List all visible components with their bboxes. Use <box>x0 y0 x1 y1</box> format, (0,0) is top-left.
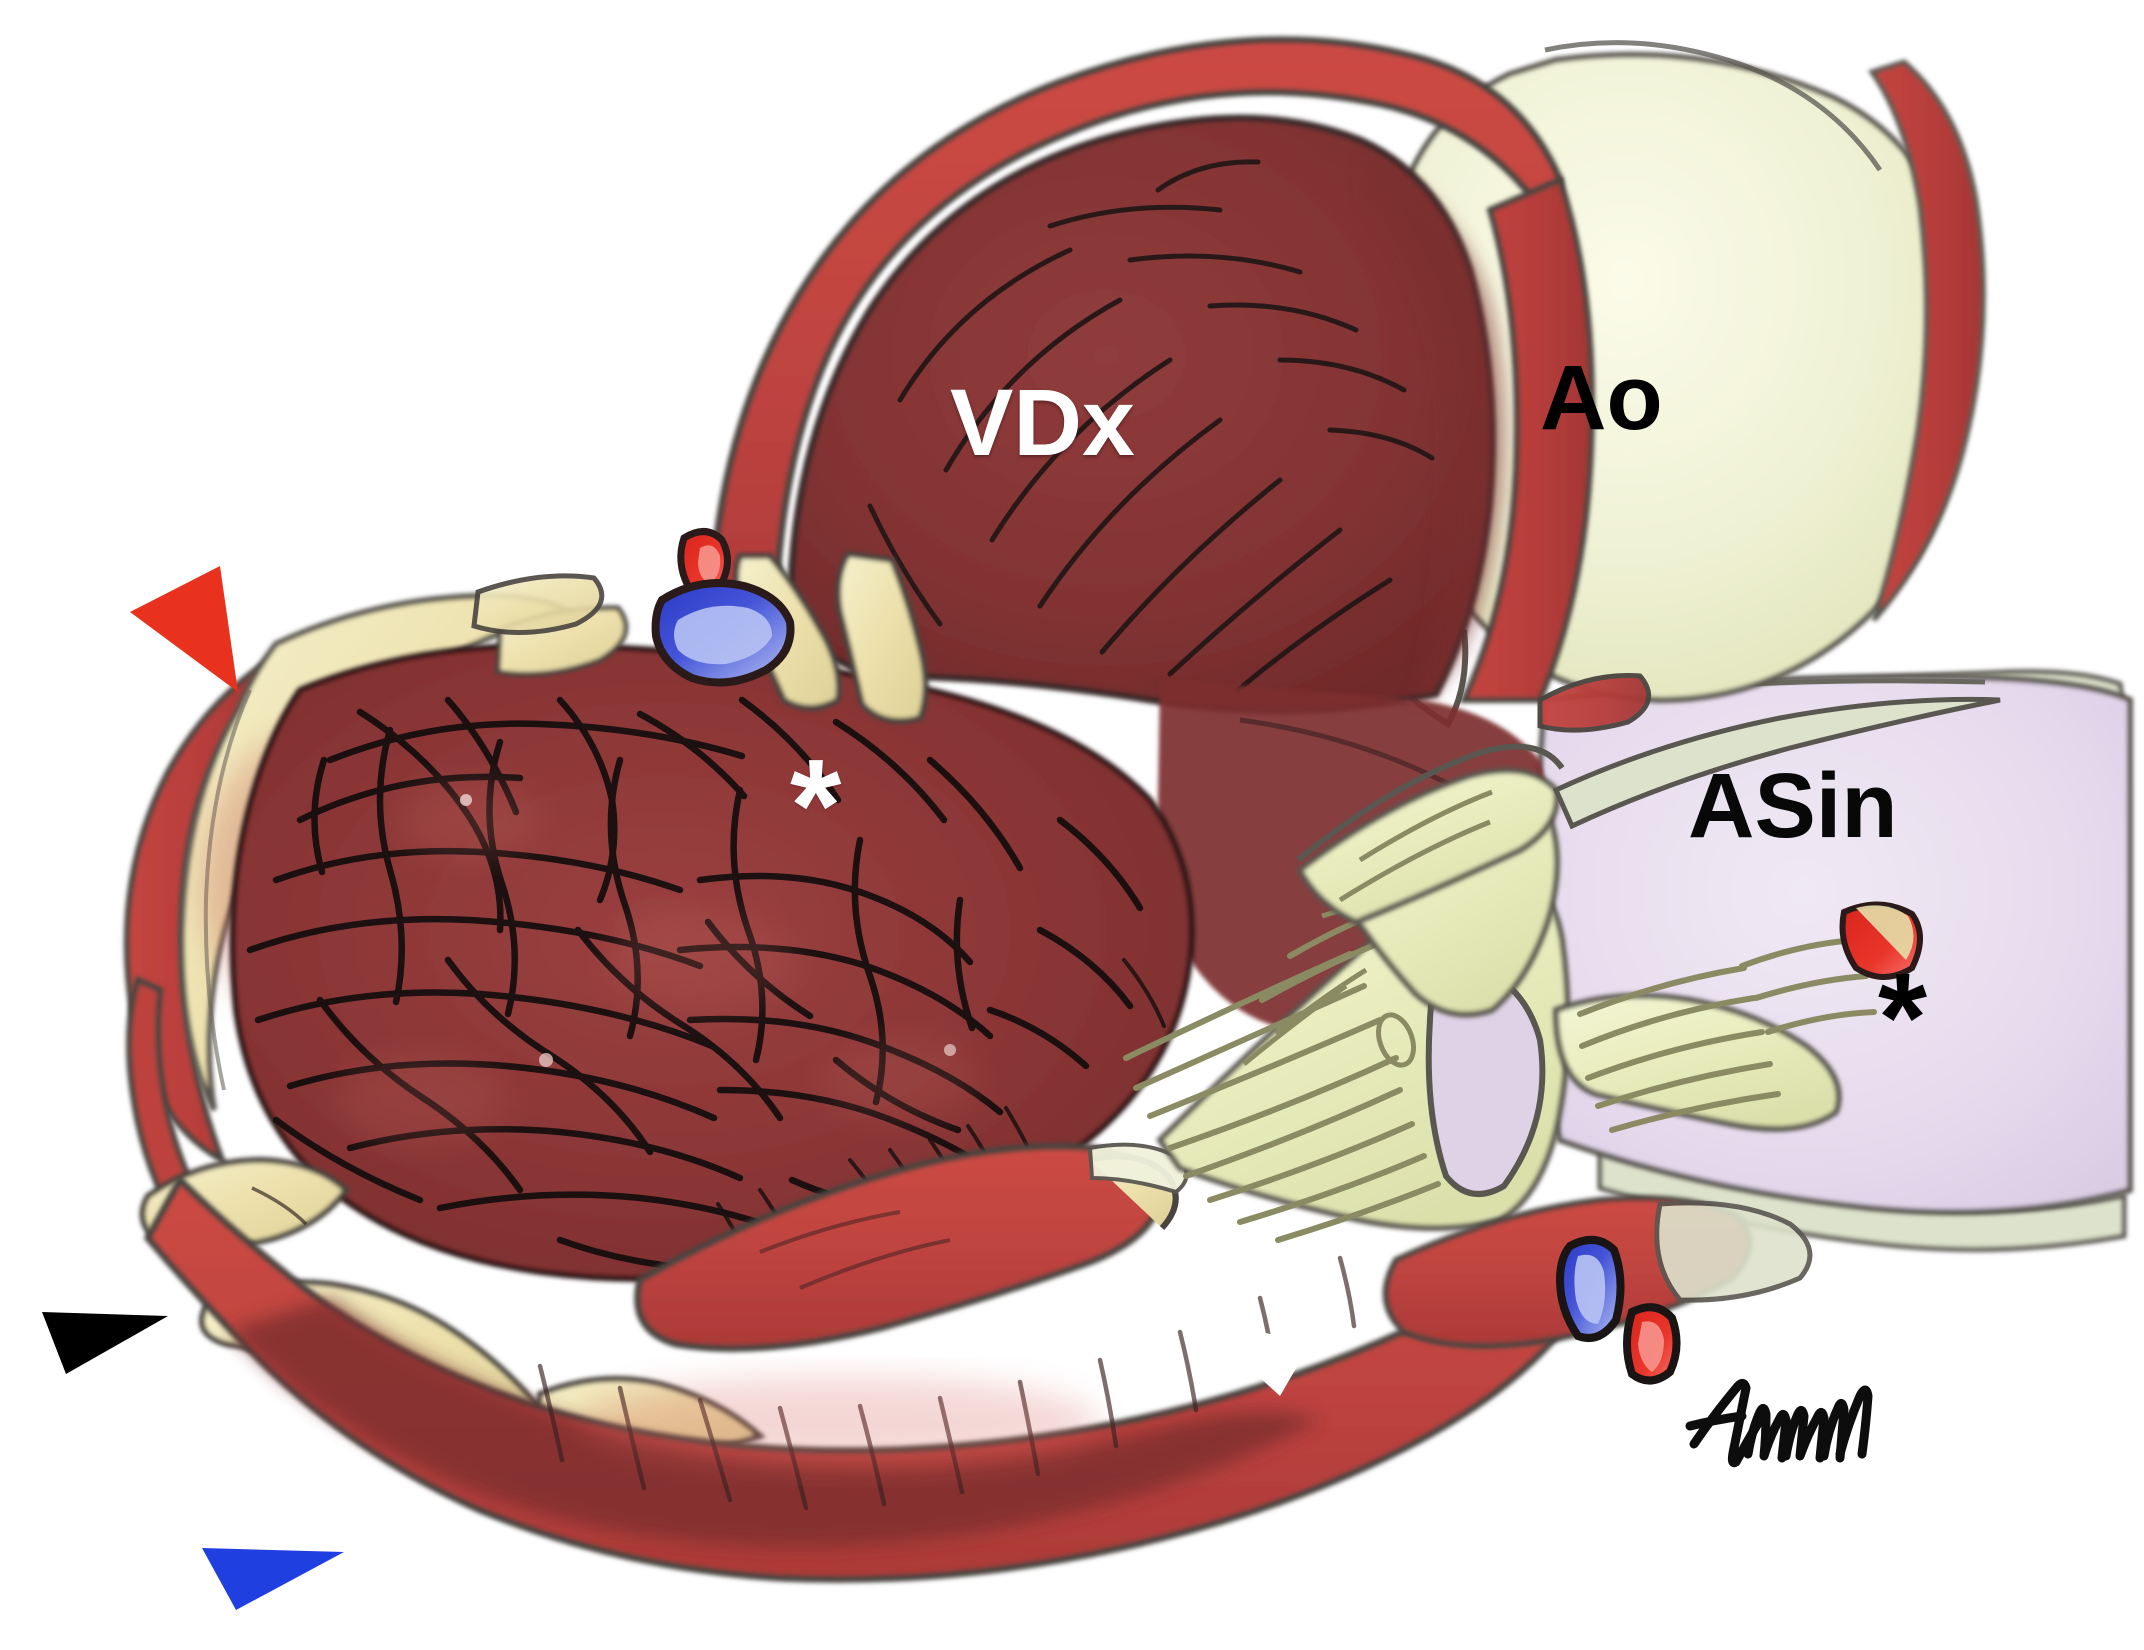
mitral-valve-apparatus <box>1123 866 1923 1243</box>
right-ventricle-outer-wall <box>707 36 1595 703</box>
black-arrowhead-marker <box>42 1312 168 1374</box>
artist-signature <box>1685 1378 1873 1468</box>
label-right-ventricle: VDx <box>950 370 1135 476</box>
black-asterisk-marker: * <box>1878 947 1928 1088</box>
septal-fat-band <box>495 550 929 724</box>
red-arrowhead-marker <box>130 566 238 692</box>
blue-arrowhead-marker <box>202 1548 344 1610</box>
left-ventricle-trabeculated-cavity <box>229 642 1195 1283</box>
coronary-vessels-upper <box>651 528 795 687</box>
aortic-mitral-continuity <box>1296 696 2001 1018</box>
white-asterisk-marker: * <box>790 732 842 879</box>
right-ventricle-cavity <box>786 114 1505 715</box>
fat-plaques <box>471 573 1651 733</box>
coronary-vessels-lower-right <box>1555 1236 1681 1385</box>
label-left-atrium: ASin <box>1688 755 1898 857</box>
label-aorta: Ao <box>1540 347 1663 449</box>
white-arrowhead-marker <box>1190 1314 1310 1396</box>
papillary-muscle <box>634 1142 1189 1352</box>
